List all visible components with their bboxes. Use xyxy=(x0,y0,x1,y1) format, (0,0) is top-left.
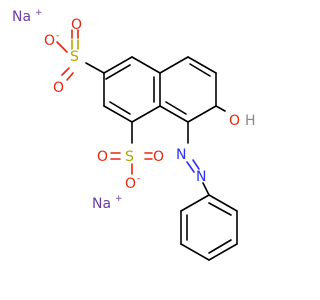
hetero-bonds xyxy=(56,29,200,175)
oxygen-atom-4: O xyxy=(97,149,108,165)
oxygen-atom-5: O xyxy=(153,149,164,165)
oxygen-atom-3: O xyxy=(53,80,64,96)
nitrogen-atom-2: N xyxy=(196,169,206,185)
bonds xyxy=(85,56,238,261)
oxygen-atom-6: O xyxy=(125,176,136,192)
bond xyxy=(131,56,161,74)
bond xyxy=(109,101,131,115)
oxygen-atom-1: O xyxy=(44,33,55,49)
sulfur-atom-2: S xyxy=(125,149,134,165)
oxygen-atom-2: O xyxy=(71,17,82,33)
sulfur-atom-1: S xyxy=(70,49,79,65)
bond xyxy=(165,101,187,115)
sodium-charge-1: + xyxy=(35,8,43,18)
oxygen-charge-6: - xyxy=(137,174,140,184)
oxygen-charge-1: - xyxy=(56,31,59,41)
bond xyxy=(180,194,210,212)
bond xyxy=(85,62,105,74)
structure-svg: Na + O - S O O O H O S O O - N N Na + xyxy=(12,8,256,261)
oxygen-atom-hydroxyl: O xyxy=(229,113,240,129)
bond xyxy=(187,56,217,74)
bond xyxy=(131,105,161,123)
bond xyxy=(66,72,74,81)
sodium-charge-2: + xyxy=(115,194,123,204)
bond xyxy=(189,63,211,77)
bond xyxy=(192,159,200,170)
bond xyxy=(187,105,217,123)
bond xyxy=(208,243,238,261)
bond xyxy=(208,194,238,212)
sodium-atom-1: Na xyxy=(12,9,31,25)
nitrogen-atom-1: N xyxy=(176,147,186,163)
bond xyxy=(215,105,226,112)
sodium-atom-2: Na xyxy=(92,196,111,212)
bond xyxy=(105,64,131,80)
bond xyxy=(159,105,189,123)
hydrogen-atom: H xyxy=(245,113,256,129)
bond xyxy=(208,202,232,216)
bond xyxy=(159,56,189,74)
bond xyxy=(56,41,68,53)
atom-labels: Na + O - S O O O H O S O O - N N Na + xyxy=(12,8,256,212)
molecule-diagram: Na + O - S O O O H O S O O - N N Na + xyxy=(12,8,256,261)
bond xyxy=(103,56,133,74)
bond xyxy=(208,239,232,254)
bond xyxy=(186,161,195,173)
bond xyxy=(103,105,133,123)
bond xyxy=(180,243,210,261)
bond xyxy=(202,182,210,196)
bond xyxy=(61,67,70,76)
